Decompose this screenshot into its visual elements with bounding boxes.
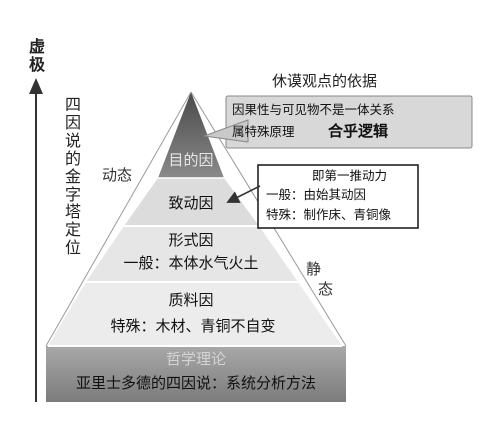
tier-formal-cause xyxy=(86,226,298,282)
material-cause-special: 特殊：木材、青铜不自变 xyxy=(110,317,276,335)
vertical-axis-arrowhead xyxy=(29,78,43,94)
base-heading: 哲学理论 xyxy=(165,350,227,368)
pyramid-position-title: 四因说的金字塔定位 xyxy=(64,95,81,258)
hume-callout-line2a: 属特殊原理 xyxy=(232,124,295,139)
prime-mover-callout-box xyxy=(257,164,419,229)
prime-mover-special: 特殊：制作床、青铜像 xyxy=(266,207,392,222)
prime-mover-general: 一般：由始其动因 xyxy=(266,187,367,202)
material-cause-label: 质料因 xyxy=(168,291,214,309)
hume-callout-title: 休谟观点的依据 xyxy=(272,72,378,90)
hume-callout-pointer xyxy=(203,119,249,143)
tier-base xyxy=(46,346,346,402)
efficient-cause-label: 致动因 xyxy=(168,194,214,212)
static-label-char1: 静 xyxy=(306,260,322,278)
axis-top-label: 虚极 xyxy=(28,37,45,74)
base-text: 亚里士多德的四因说：系统分析方法 xyxy=(75,374,317,392)
hume-callout-line2b: 合乎逻辑 xyxy=(328,122,389,140)
final-cause-label: 目的因 xyxy=(168,151,214,169)
prime-mover-title: 即第一推动力 xyxy=(312,168,388,183)
tier-final-cause xyxy=(158,92,224,178)
prime-mover-arrow xyxy=(226,185,261,203)
tier-efficient-cause xyxy=(124,178,259,226)
formal-cause-general: 一般：本体水气火土 xyxy=(123,254,259,272)
static-label-char2: 态 xyxy=(318,280,334,298)
hume-callout-line1: 因果性与可见物不是一体关系 xyxy=(232,102,395,117)
formal-cause-label: 形式因 xyxy=(168,231,214,249)
tier-material-cause xyxy=(48,282,342,346)
dynamic-label: 动态 xyxy=(102,166,133,184)
hume-callout-box xyxy=(225,95,473,149)
